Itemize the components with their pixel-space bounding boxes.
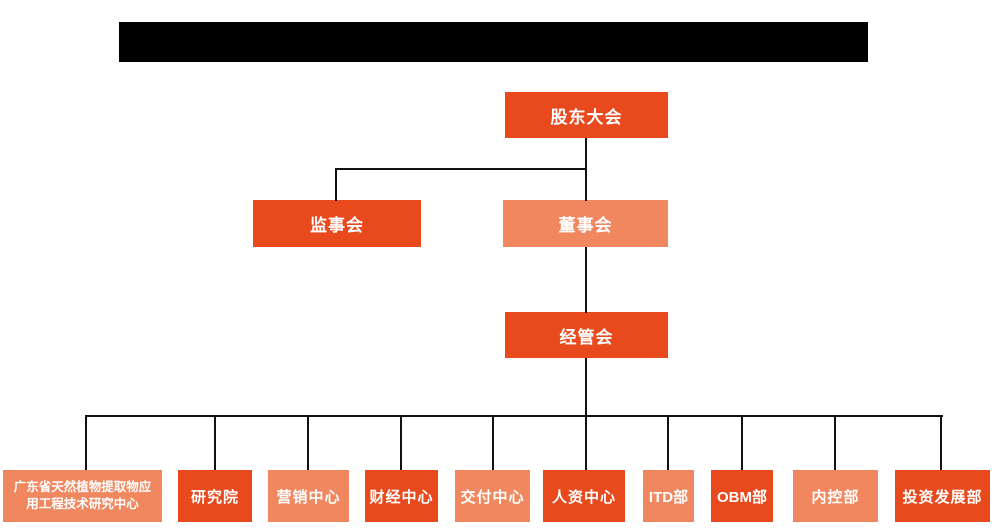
org-node-management-committee: 经管会 [505,312,668,358]
connector-drop-obm-department [741,416,743,470]
org-node-shareholders-meeting: 股东大会 [505,92,668,138]
connector-departments-bus [85,415,943,417]
connector-supervisory-drop [335,168,337,201]
connector-drop-delivery-center [492,416,494,470]
org-node-hr-center: 人资中心 [543,470,625,522]
org-node-supervisory-board: 监事会 [253,200,421,247]
connector-directors-to-management [585,247,587,313]
connector-drop-internal-control [834,416,836,470]
org-node-investment-development-department: 投资发展部 [895,470,990,522]
org-node-delivery-center: 交付中心 [455,470,530,522]
org-node-marketing-center: 营销中心 [268,470,349,522]
org-node-board-of-directors: 董事会 [503,200,668,247]
connector-drop-itd-department [667,416,669,470]
connector-drop-finance-center [400,416,402,470]
connector-drop-investment-development [940,416,942,470]
connector-level2-split [335,168,587,170]
connector-drop-hr-center [585,416,587,470]
connector-management-down [585,358,587,416]
connector-root-down [585,138,587,170]
org-node-guangdong-plant-extract-research-center: 广东省天然植物提取物应用工程技术研究中心 [3,470,162,522]
connector-drop-research-center [85,416,87,470]
connector-drop-marketing-center [307,416,309,470]
org-node-obm-department: OBM部 [711,470,773,522]
org-node-itd-department: ITD部 [643,470,694,522]
connector-drop-research-institute [214,416,216,470]
org-node-finance-center: 财经中心 [365,470,438,522]
org-node-internal-control-department: 内控部 [793,470,878,522]
redacted-title-bar [119,22,868,62]
org-node-research-institute: 研究院 [178,470,252,522]
connector-directors-drop [585,168,587,201]
